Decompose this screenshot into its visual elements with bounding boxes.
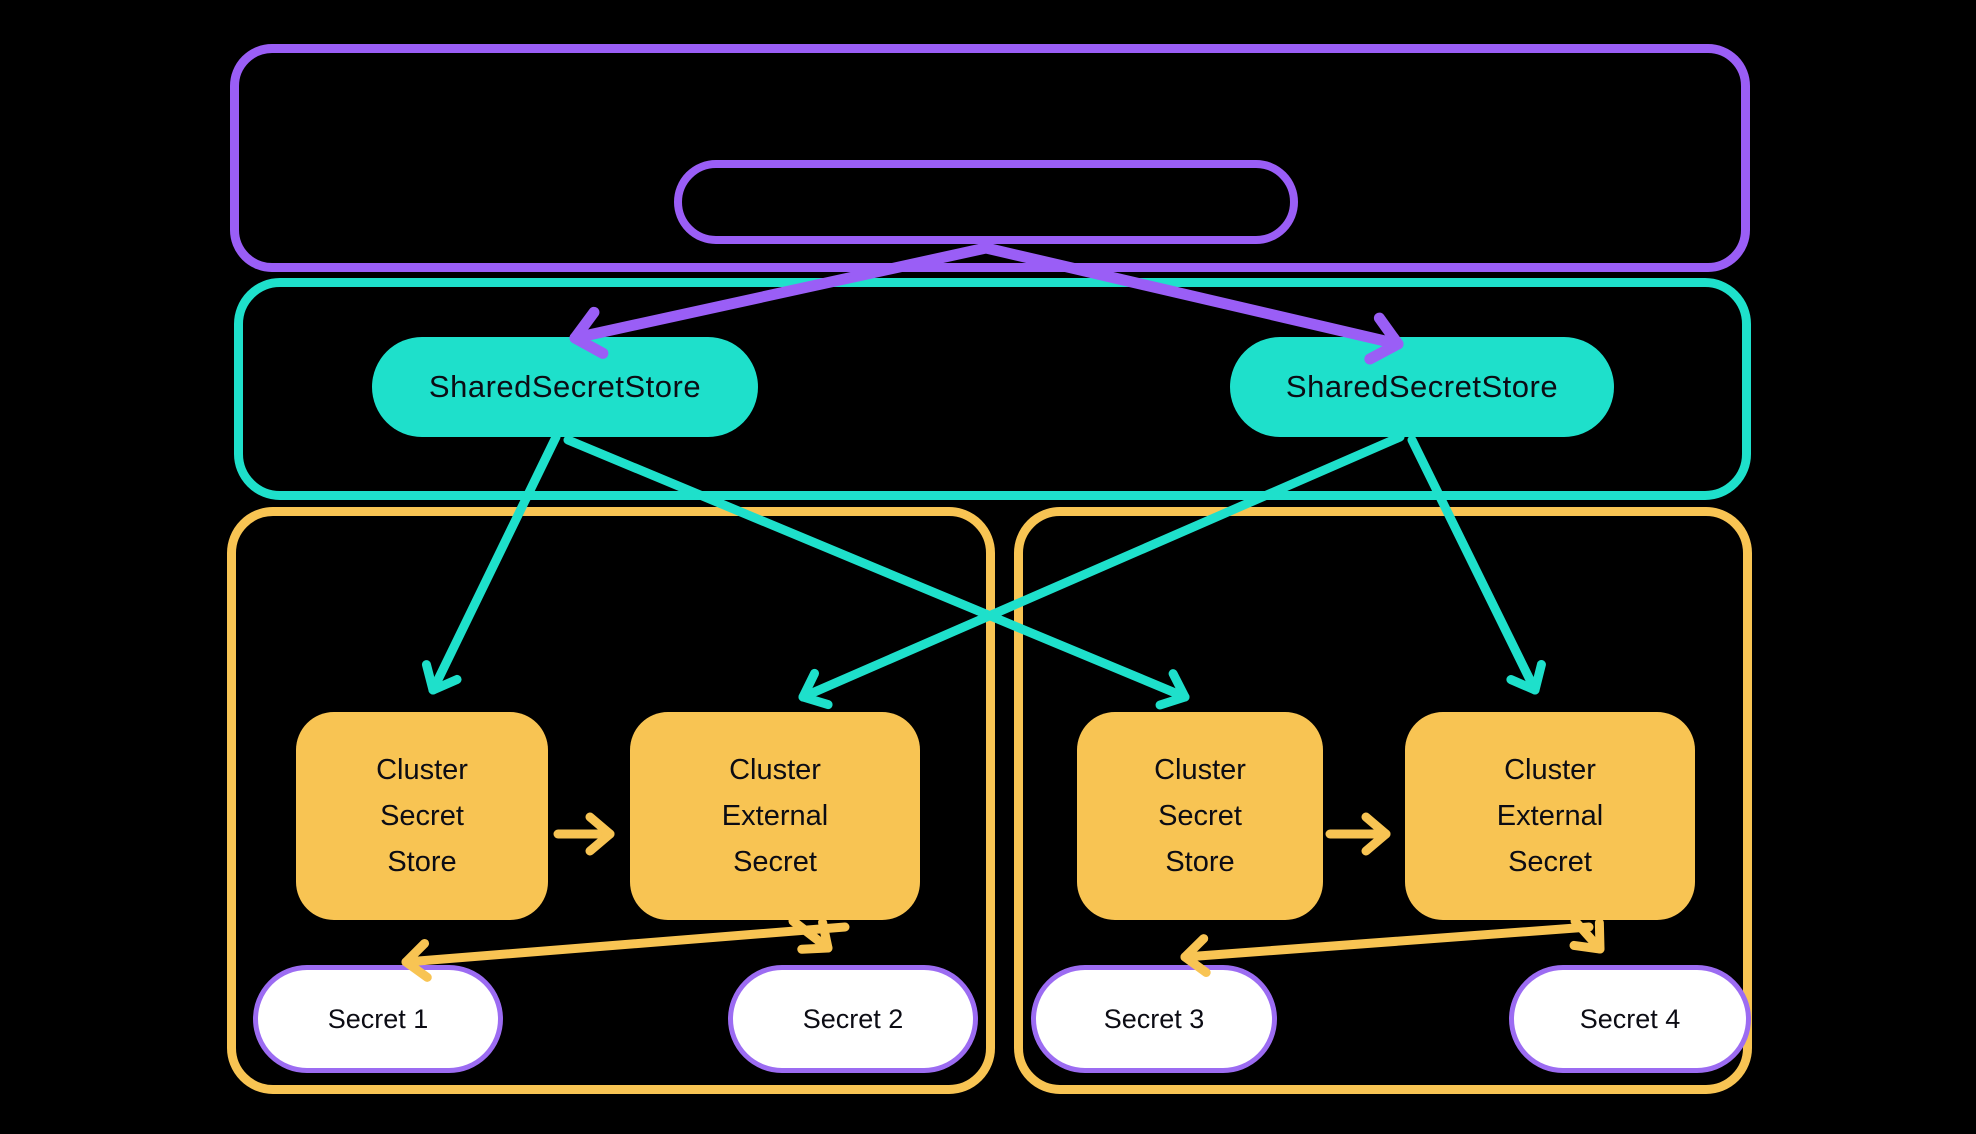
management-controller-pill (674, 160, 1298, 244)
secret-3: Secret 3 (1031, 965, 1277, 1073)
secret-2: Secret 2 (728, 965, 978, 1073)
cluster-2-secret-store: Cluster Secret Store (1077, 712, 1323, 920)
cluster-1-external-secret-label: Cluster External Secret (721, 754, 829, 878)
shared-secret-store-right-label: SharedSecretStore (1285, 369, 1559, 404)
secret-3-label: Secret 3 (1103, 1003, 1205, 1034)
secret-4: Secret 4 (1509, 965, 1751, 1073)
cluster-1-secret-store-label: Cluster Secret Store (376, 754, 468, 878)
secret-1-label: Secret 1 (327, 1003, 429, 1034)
cluster-2-external-secret: Cluster External Secret (1405, 712, 1695, 920)
shared-secret-store-right: SharedSecretStore (1230, 337, 1614, 437)
cluster-2-external-secret-label: Cluster External Secret (1496, 754, 1604, 878)
cluster-2-secret-store-label: Cluster Secret Store (1154, 754, 1246, 878)
secret-1: Secret 1 (253, 965, 503, 1073)
cluster-1-external-secret: Cluster External Secret (630, 712, 920, 920)
shared-secret-store-left: SharedSecretStore (372, 337, 758, 437)
secret-2-label: Secret 2 (802, 1003, 904, 1034)
shared-secret-store-left-label: SharedSecretStore (428, 369, 702, 404)
secret-4-label: Secret 4 (1579, 1003, 1681, 1034)
cluster-1-secret-store: Cluster Secret Store (296, 712, 548, 920)
